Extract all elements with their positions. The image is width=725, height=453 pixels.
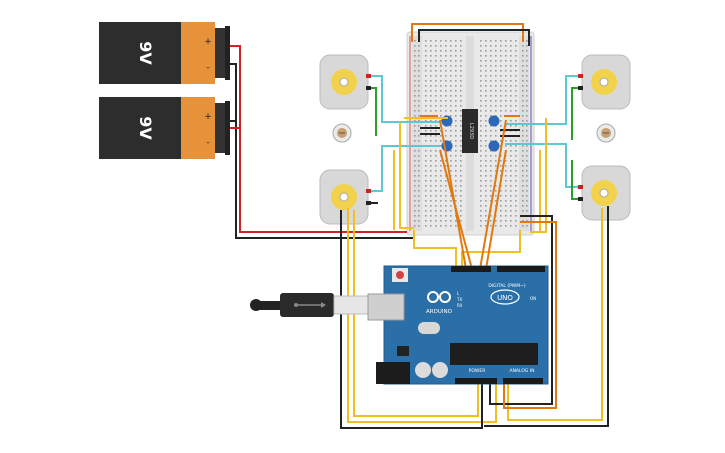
ldr-right[interactable] bbox=[596, 123, 616, 143]
motor-top-left[interactable] bbox=[319, 54, 371, 110]
battery-plus: + bbox=[204, 37, 212, 47]
usb-cable[interactable] bbox=[250, 293, 369, 317]
power-bridges bbox=[411, 23, 530, 46]
arduino-brand: ARDUINO bbox=[426, 309, 453, 315]
battery-minus: - bbox=[206, 138, 209, 148]
on-label: ON bbox=[530, 296, 536, 301]
arduino-model: UNO bbox=[497, 294, 513, 302]
arduino-uno-board[interactable]: ARDUINO UNO DIGITAL (PWM~) ANALOG IN POW… bbox=[367, 265, 549, 385]
usb-plug-icon bbox=[294, 302, 326, 308]
rx-label: RX bbox=[457, 303, 463, 308]
ldr-left[interactable] bbox=[332, 123, 352, 143]
ground-wires bbox=[340, 206, 609, 429]
arduino-logo-icon bbox=[427, 291, 451, 303]
battery-minus: - bbox=[206, 63, 209, 73]
signal-wires-orange bbox=[439, 119, 557, 409]
battery-label: 9V bbox=[136, 116, 155, 140]
tx-label: TX bbox=[456, 297, 462, 302]
driver-ic[interactable]: L293D bbox=[462, 109, 478, 153]
battery-wires bbox=[230, 45, 413, 239]
capacitors[interactable] bbox=[441, 115, 500, 152]
motor-wires bbox=[371, 75, 578, 204]
motor-bottom-left[interactable] bbox=[319, 169, 371, 225]
motor-bottom-right[interactable] bbox=[578, 165, 631, 221]
battery-plus: + bbox=[204, 112, 212, 122]
l-label: L bbox=[457, 291, 460, 296]
analog-label: ANALOG IN bbox=[509, 368, 534, 374]
power-label: POWER bbox=[469, 368, 486, 374]
motor-top-right[interactable] bbox=[578, 54, 631, 110]
ic-label: L293D bbox=[468, 123, 474, 139]
battery-top[interactable]: 9V + - bbox=[99, 22, 230, 84]
battery-bottom[interactable]: 9V + - bbox=[99, 97, 230, 159]
battery-label: 9V bbox=[136, 41, 155, 65]
digital-label: DIGITAL (PWM~) bbox=[488, 283, 526, 289]
